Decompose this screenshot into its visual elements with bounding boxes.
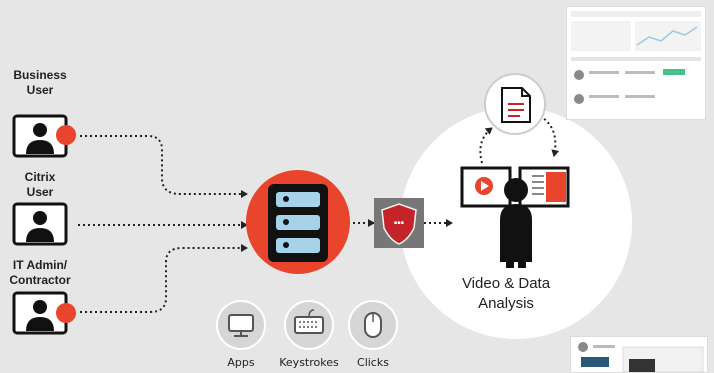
keystrokes-icon-badge bbox=[284, 300, 334, 350]
label-keystrokes: Keystrokes bbox=[279, 356, 339, 369]
connector-it-admin bbox=[80, 244, 248, 313]
dashboard-thumbnail-graphic bbox=[571, 11, 701, 104]
connector-from-document bbox=[539, 115, 560, 157]
dashboard-thumbnail bbox=[566, 6, 706, 120]
svg-text:▪▪▪: ▪▪▪ bbox=[394, 220, 404, 226]
session-thumbnail-graphic bbox=[578, 342, 704, 372]
label-citrix-user: Citrix User bbox=[24, 170, 56, 199]
monitor-citrix-user bbox=[12, 202, 68, 246]
connector-business-user bbox=[80, 135, 248, 198]
server-icon bbox=[246, 170, 350, 274]
monitor-business-user bbox=[12, 114, 76, 158]
label-business-user: Business User bbox=[13, 68, 67, 97]
shield-icon: ▪▪▪ bbox=[374, 198, 424, 248]
label-apps: Apps bbox=[227, 356, 255, 369]
session-thumbnail bbox=[570, 336, 708, 373]
apps-icon-badge bbox=[216, 300, 266, 350]
document-icon bbox=[484, 73, 546, 135]
analyst-icon bbox=[460, 166, 570, 268]
connector-to-document bbox=[479, 127, 493, 164]
label-clicks: Clicks bbox=[357, 356, 389, 369]
clicks-icon-badge bbox=[348, 300, 398, 350]
analysis-label: Video & Data Analysis bbox=[461, 275, 551, 312]
monitor-it-admin bbox=[12, 291, 76, 335]
label-it-admin: IT Admin/ Contractor bbox=[9, 258, 71, 287]
